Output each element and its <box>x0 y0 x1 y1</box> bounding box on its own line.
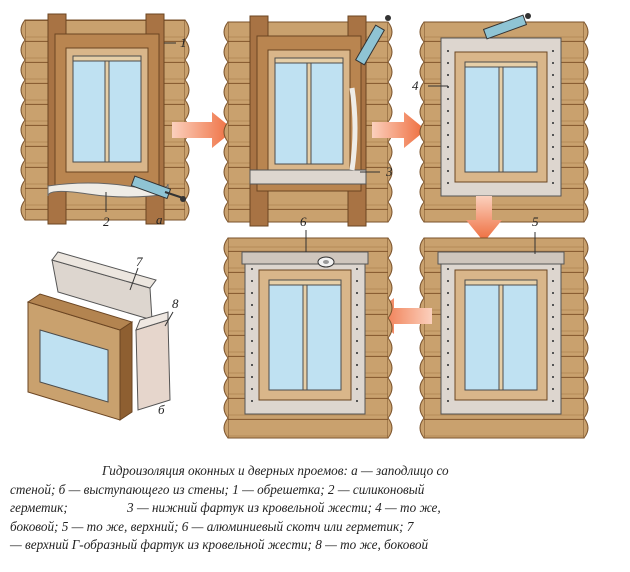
label-2: 2 <box>103 214 110 229</box>
label-b: б <box>158 402 165 417</box>
label-1: 1 <box>180 35 187 50</box>
caption-line-2: стеной; б — выступающего из стены; 1 — о… <box>10 481 425 497</box>
label-7: 7 <box>136 254 143 269</box>
label-8: 8 <box>172 296 179 311</box>
sealant-gun-icon <box>130 175 186 202</box>
arrow-down <box>466 196 502 242</box>
label-3: 3 <box>385 164 393 179</box>
label-a: а <box>156 212 163 227</box>
label-6: 6 <box>300 214 307 229</box>
label-5: 5 <box>532 214 539 229</box>
panel-4-window <box>419 232 589 439</box>
panel-5-window <box>223 230 393 439</box>
arrow-right-2 <box>372 112 426 148</box>
panel-6-section-detail <box>26 251 174 421</box>
caption-line-3: герметик; 3 — нижний фартук из кровельно… <box>10 500 441 515</box>
label-4: 4 <box>412 78 419 93</box>
tape-roll-icon <box>317 256 335 268</box>
caption-line-4: боковой; 5 — то же, верхний; 6 — алюмини… <box>10 518 414 534</box>
sealant-gun-icon <box>482 13 531 40</box>
arrow-right-1 <box>172 112 234 148</box>
figure-caption: Гидроизоляция оконных и дверных проемов:… <box>10 462 614 555</box>
waterproofing-diagram: 1 2 а 3 <box>20 13 589 439</box>
panel-3-window <box>419 13 589 223</box>
caption-line-1: Гидроизоляция оконных и дверных проемов:… <box>102 463 449 478</box>
panel-1-window <box>20 13 190 225</box>
caption-line-5: — верхний Г-образный фартук из кровельно… <box>10 537 429 552</box>
panel-2-window <box>223 15 393 227</box>
sealant-gun-icon <box>354 15 391 66</box>
